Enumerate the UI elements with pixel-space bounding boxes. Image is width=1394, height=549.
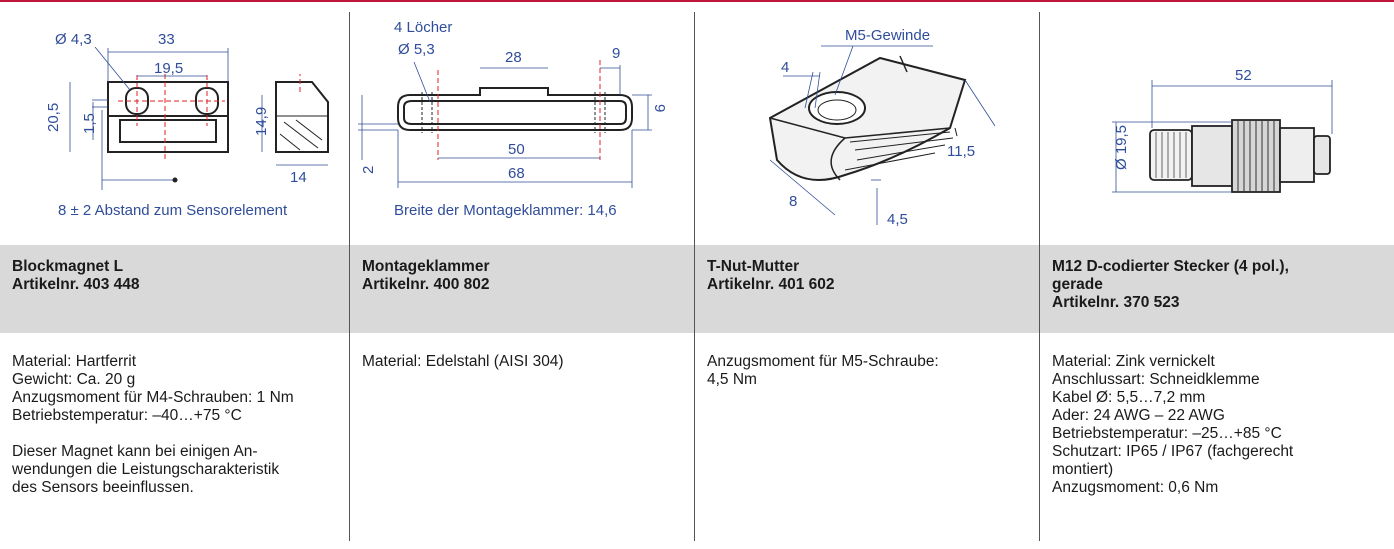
spec-line: Gewicht: Ca. 20 g — [12, 371, 136, 388]
montageklammer-specs: Material: Edelstahl (AISI 304) — [362, 353, 564, 371]
tnut-specs: Anzugsmoment für M5-Schraube: 4,5 Nm — [707, 353, 939, 389]
montageklammer-header: Montageklammer Artikelnr. 400 802 — [350, 245, 694, 333]
stecker-drawing-svg: 52 Ø 19,5 — [1112, 67, 1333, 193]
montageklammer-name: Montageklammer — [362, 258, 490, 275]
spec-line: Anzugsmoment für M4-Schrauben: 1 Nm — [12, 389, 294, 406]
montageklammer-article: Artikelnr. 400 802 — [362, 276, 490, 293]
product-column-stecker: 52 Ø 19,5 M12 D-codierter Stecker (4 pol… — [1040, 10, 1394, 549]
dim-side-height: 14,9 — [253, 107, 270, 136]
stecker-article: Artikelnr. 370 523 — [1052, 294, 1180, 311]
column-divider — [1039, 12, 1040, 541]
spec-line: Ader: 24 AWG – 22 AWG — [1052, 407, 1225, 424]
dim-height: 9 — [651, 104, 668, 112]
dim-thickness: 2 — [360, 166, 377, 174]
stecker-name-line: M12 D-codierter Stecker (4 pol.), — [1052, 258, 1289, 275]
spec-line: Material: Zink vernickelt — [1052, 353, 1215, 370]
spec-line: Betriebstemperatur: –25…+85 °C — [1052, 425, 1282, 442]
top-accent-line — [0, 0, 1394, 2]
tnut-name: T-Nut-Mutter — [707, 258, 800, 275]
spec-line: Anzugsmoment: 0,6 Nm — [1052, 479, 1219, 496]
dim-length: 11,5 — [947, 143, 975, 160]
blockmagnet-drawing-svg: Ø 4,3 33 19,5 20,5 1,5 14,9 14 — [45, 31, 329, 190]
product-column-blockmagnet: Ø 4,3 33 19,5 20,5 1,5 14,9 14 8 ± 2 Abs… — [0, 10, 349, 549]
dim-width: 8 — [789, 193, 797, 210]
spec-line: montiert) — [1052, 461, 1114, 478]
column-divider — [349, 12, 350, 541]
drawing-stecker: 52 Ø 19,5 — [1040, 10, 1394, 238]
montageklammer-drawing-svg: 4 Löcher Ø 5,3 28 9 9 2 50 68 — [358, 19, 668, 188]
dim-hole-diameter: Ø 5,3 — [398, 41, 435, 58]
dim-hole-spacing: 19,5 — [154, 60, 183, 77]
dim-thread: M5-Gewinde — [845, 27, 930, 44]
dim-length: 52 — [1235, 67, 1252, 84]
column-divider — [694, 12, 695, 541]
spec-line: Schutzart: IP65 / IP67 (fachgerecht — [1052, 443, 1294, 460]
blockmagnet-caption: 8 ± 2 Abstand zum Sensorelement — [58, 202, 288, 219]
drawing-tnut: M5-Gewinde 4 11,5 8 4,5 — [695, 10, 1039, 238]
spec-line: Betriebstemperatur: –40…+75 °C — [12, 407, 242, 424]
stecker-header: M12 D-codierter Stecker (4 pol.), gerade… — [1040, 245, 1394, 333]
spec-line: Kabel Ø: 5,5…7,2 mm — [1052, 389, 1206, 406]
tnut-header: T-Nut-Mutter Artikelnr. 401 602 — [695, 245, 1039, 333]
dim-end-spacing: 9 — [612, 45, 620, 62]
dim-offset: 1,5 — [81, 113, 98, 134]
dim-side-depth: 14 — [290, 169, 307, 186]
dim-hole-spacing: 50 — [508, 141, 525, 158]
tnut-drawing-svg: M5-Gewinde 4 11,5 8 4,5 — [768, 27, 996, 228]
dim-step: 4 — [781, 59, 789, 76]
dim-length: 68 — [508, 165, 525, 182]
blockmagnet-article: Artikelnr. 403 448 — [12, 276, 140, 293]
stecker-specs: Material: Zink vernickelt Anschlussart: … — [1052, 353, 1293, 497]
drawing-blockmagnet: Ø 4,3 33 19,5 20,5 1,5 14,9 14 8 ± 2 Abs… — [0, 10, 349, 238]
spec-line: 4,5 Nm — [707, 371, 757, 388]
dim-height: 4,5 — [887, 211, 908, 228]
note-line: Dieser Magnet kann bei einigen An- — [12, 443, 258, 460]
tnut-article: Artikelnr. 401 602 — [707, 276, 835, 293]
stecker-name-line: gerade — [1052, 276, 1103, 293]
note-line: des Sensors beeinflussen. — [12, 479, 194, 496]
product-column-tnut: M5-Gewinde 4 11,5 8 4,5 T-Nut-Mutter Art… — [695, 10, 1039, 549]
dim-height: 20,5 — [45, 103, 62, 132]
spec-line: Anzugsmoment für M5-Schraube: — [707, 353, 939, 370]
product-column-montageklammer: 4 Löcher Ø 5,3 28 9 9 2 50 68 Breite der… — [350, 10, 694, 549]
dim-diameter: Ø 19,5 — [1113, 125, 1130, 170]
dim-hole-diameter: Ø 4,3 — [55, 31, 92, 48]
montageklammer-caption: Breite der Montageklammer: 14,6 — [394, 202, 617, 219]
blockmagnet-name: Blockmagnet L — [12, 258, 124, 275]
blockmagnet-header: Blockmagnet L Artikelnr. 403 448 — [0, 245, 349, 333]
spec-line: Material: Hartferrit — [12, 353, 137, 370]
dim-width-33: 33 — [158, 31, 175, 48]
spec-line: Material: Edelstahl (AISI 304) — [362, 353, 564, 370]
dim-holes: 4 Löcher — [394, 19, 452, 36]
spec-line: Anschlussart: Schneidklemme — [1052, 371, 1260, 388]
note-line: wendungen die Leistungscharakteristik — [12, 461, 280, 478]
blockmagnet-specs: Material: Hartferrit Gewicht: Ca. 20 g A… — [12, 353, 294, 497]
dim-notch-width: 28 — [505, 49, 522, 66]
drawing-montageklammer: 4 Löcher Ø 5,3 28 9 9 2 50 68 Breite der… — [350, 10, 694, 238]
